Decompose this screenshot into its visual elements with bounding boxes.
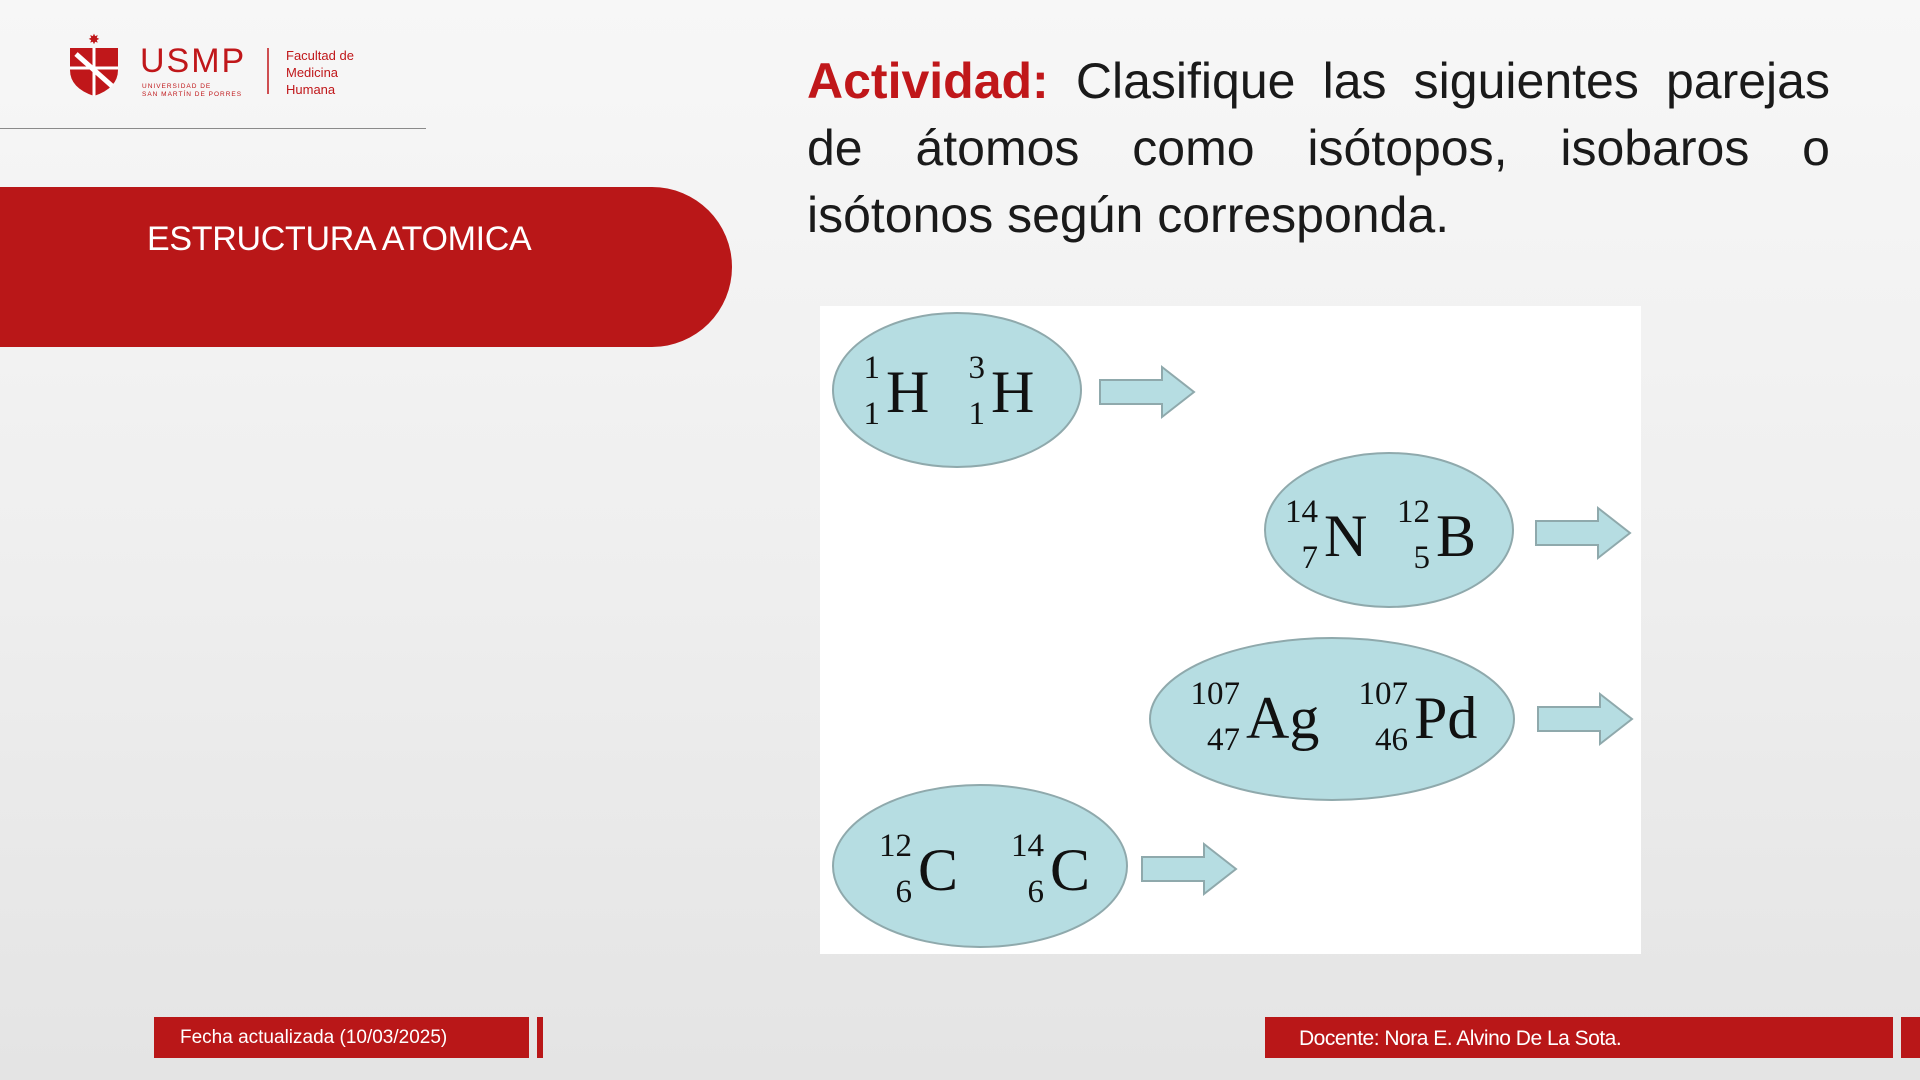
element-symbol: H	[886, 359, 929, 425]
footer-accent	[537, 1017, 543, 1058]
mass-number: 14	[1011, 828, 1044, 864]
atom-pair-ellipse	[1149, 637, 1515, 801]
element-symbol: Pd	[1414, 685, 1477, 751]
atom-pair-ellipse	[832, 784, 1128, 948]
element-symbol: C	[918, 837, 958, 903]
mass-number: 14	[1285, 494, 1318, 530]
footer-accent	[1901, 1017, 1920, 1058]
svg-text:Humana: Humana	[286, 82, 336, 97]
arrow-right-icon	[1099, 364, 1196, 420]
atomic-number: 7	[1302, 540, 1319, 576]
element-symbol: N	[1324, 503, 1367, 569]
arrow-right-icon	[1141, 841, 1238, 897]
svg-text:SAN MARTÍN DE PORRES: SAN MARTÍN DE PORRES	[142, 89, 242, 98]
atom-pair-ellipse	[1264, 452, 1514, 608]
atomic-number: 1	[969, 396, 986, 432]
footer-date-text: Fecha actualizada (10/03/2025)	[180, 1027, 448, 1048]
mass-number: 107	[1359, 676, 1409, 712]
mass-number: 1	[864, 350, 881, 386]
activity-text: Clasifique las siguientes parejas de áto…	[807, 53, 1830, 243]
atomic-number: 6	[1028, 874, 1045, 910]
element-symbol: H	[991, 359, 1034, 425]
mass-number: 12	[1397, 494, 1430, 530]
element-symbol: Ag	[1246, 685, 1319, 751]
arrow-right-icon	[1537, 691, 1634, 747]
header-divider	[0, 128, 426, 129]
section-label: ESTRUCTURA ATOMICA	[147, 220, 532, 258]
element-symbol: C	[1050, 837, 1090, 903]
usmp-logo: ✸ USMP UNIVERSIDAD DE SAN MARTÍN DE PORR…	[64, 30, 374, 102]
svg-text:Facultad de: Facultad de	[286, 48, 354, 63]
svg-text:USMP: USMP	[140, 42, 246, 80]
activity-instructions: Actividad: Clasifique las siguientes par…	[807, 48, 1830, 249]
svg-text:✸: ✸	[88, 31, 100, 47]
atomic-number: 5	[1414, 540, 1431, 576]
section-banner: ESTRUCTURA ATOMICA	[0, 187, 732, 347]
svg-text:Medicina: Medicina	[286, 65, 339, 80]
mass-number: 12	[879, 828, 912, 864]
footer-teacher-text: Docente: Nora E. Alvino De La Sota.	[1299, 1027, 1622, 1050]
footer-teacher: Docente: Nora E. Alvino De La Sota.	[1265, 1017, 1893, 1058]
atomic-number: 1	[864, 396, 881, 432]
atomic-number: 46	[1375, 722, 1408, 758]
svg-text:UNIVERSIDAD DE: UNIVERSIDAD DE	[142, 83, 211, 90]
element-symbol: B	[1436, 503, 1476, 569]
mass-number: 107	[1191, 676, 1241, 712]
atom-pair-ellipse	[832, 312, 1082, 468]
arrow-right-icon	[1535, 505, 1632, 561]
shield-icon: ✸	[70, 31, 118, 96]
atomic-number: 47	[1207, 722, 1240, 758]
mass-number: 3	[969, 350, 986, 386]
atomic-number: 6	[896, 874, 913, 910]
activity-label: Actividad:	[807, 53, 1049, 109]
footer-date: Fecha actualizada (10/03/2025)	[154, 1017, 529, 1058]
